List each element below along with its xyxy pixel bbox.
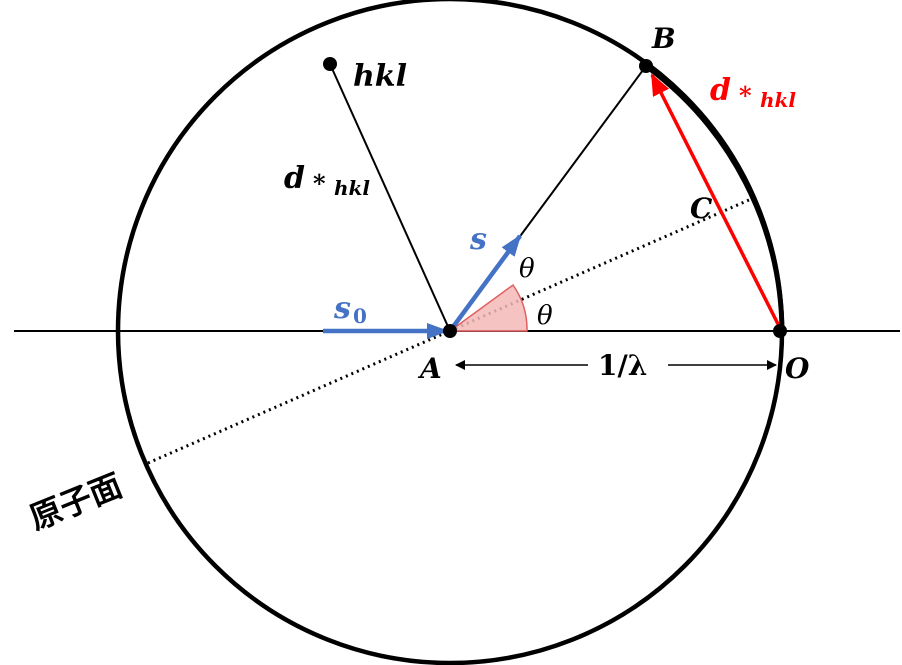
d-star-black-main: d bbox=[284, 161, 305, 196]
label-point-a: A bbox=[417, 352, 442, 385]
d-star-red-star: * bbox=[739, 81, 752, 110]
d-star-hkl-black-line bbox=[329, 63, 451, 332]
point-b-dot bbox=[639, 59, 653, 73]
label-radius: 1/λ bbox=[598, 349, 647, 382]
two-theta-wedge bbox=[447, 283, 528, 332]
d-star-hkl-red-arrow bbox=[650, 73, 781, 327]
d-star-black-sub: hkl bbox=[334, 176, 370, 200]
label-point-b: B bbox=[651, 22, 676, 55]
label-hkl: hkl bbox=[353, 59, 407, 94]
label-atomic-plane: 原子面 bbox=[24, 466, 127, 537]
s0-main: s bbox=[333, 291, 351, 326]
point-a-dot bbox=[443, 324, 457, 338]
label-s: s bbox=[469, 222, 487, 257]
d-star-red-sub: hkl bbox=[760, 88, 796, 112]
label-theta-lower: θ bbox=[537, 301, 553, 331]
s0-sub: 0 bbox=[353, 304, 367, 328]
label-s0: s 0 bbox=[333, 291, 367, 328]
s-arrow bbox=[448, 234, 522, 333]
arc-b-to-o bbox=[644, 63, 785, 332]
label-d-star-hkl-red: d * hkl bbox=[710, 73, 796, 112]
d-star-red-main: d bbox=[710, 73, 731, 108]
label-point-o: O bbox=[785, 352, 810, 385]
point-hkl-dot bbox=[323, 57, 337, 71]
label-d-star-hkl-black: d * hkl bbox=[284, 161, 370, 200]
label-point-c: C bbox=[690, 192, 713, 225]
label-theta-upper: θ bbox=[519, 254, 535, 284]
point-o-dot bbox=[773, 324, 787, 338]
d-star-black-star: * bbox=[313, 169, 326, 198]
